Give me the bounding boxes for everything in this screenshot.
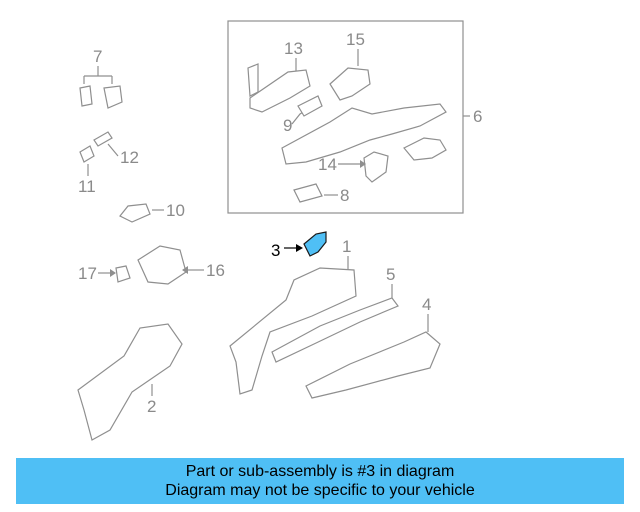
- label-4[interactable]: 4: [422, 295, 431, 314]
- caption-line-2: Diagram may not be specific to your vehi…: [165, 482, 475, 499]
- label-9[interactable]: 9: [283, 116, 292, 135]
- part-13-bracket[interactable]: [249, 69, 311, 113]
- label-2[interactable]: 2: [147, 397, 156, 416]
- label-6[interactable]: 6: [473, 107, 482, 126]
- part-9[interactable]: [297, 95, 323, 117]
- part-2[interactable]: [77, 323, 183, 441]
- part-7a[interactable]: [79, 85, 93, 107]
- part-3[interactable]: [303, 231, 327, 257]
- part-1[interactable]: [229, 267, 357, 395]
- caption-line-1: Part or sub-assembly is #3 in diagram: [185, 463, 455, 480]
- label-1[interactable]: 1: [342, 237, 351, 256]
- assembly-box-6: [227, 20, 464, 214]
- label-8[interactable]: 8: [340, 186, 349, 205]
- part-15[interactable]: [329, 67, 371, 101]
- part-12[interactable]: [93, 131, 113, 147]
- label-12[interactable]: 12: [120, 148, 139, 167]
- part-6-bracket[interactable]: [403, 137, 447, 161]
- part-7b[interactable]: [103, 85, 123, 109]
- part-5[interactable]: [271, 297, 399, 363]
- part-16[interactable]: [137, 245, 187, 285]
- part-8[interactable]: [293, 183, 323, 203]
- label-10[interactable]: 10: [166, 201, 185, 220]
- label-11[interactable]: 11: [78, 177, 96, 196]
- label-3[interactable]: 3: [271, 241, 280, 260]
- label-14[interactable]: 14: [318, 155, 337, 174]
- part-10[interactable]: [119, 203, 151, 223]
- caption-banner: Part or sub-assembly is #3 in diagram Di…: [16, 458, 624, 504]
- part-13[interactable]: [247, 63, 259, 97]
- parts-diagram: 6 13 15 9 14 8 7 12 11 10 3 16 17: [77, 20, 482, 441]
- part-11[interactable]: [79, 145, 95, 163]
- part-14[interactable]: [363, 151, 389, 183]
- label-16[interactable]: 16: [206, 261, 225, 280]
- label-17[interactable]: 17: [78, 264, 97, 283]
- label-7[interactable]: 7: [93, 47, 102, 66]
- label-5[interactable]: 5: [386, 265, 395, 284]
- part-4[interactable]: [305, 331, 441, 399]
- part-6-frame[interactable]: [281, 103, 447, 165]
- label-15[interactable]: 15: [346, 30, 365, 49]
- label-13[interactable]: 13: [284, 39, 303, 58]
- part-17[interactable]: [115, 265, 131, 283]
